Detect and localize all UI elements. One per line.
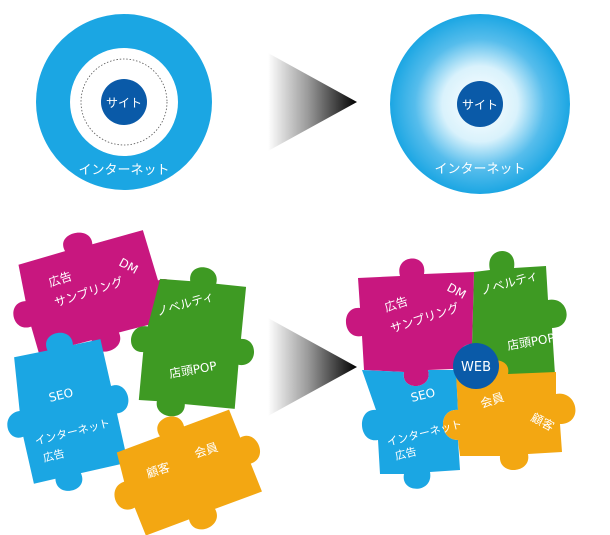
blue-label-ad: 広告 [42, 447, 66, 465]
site-label-before: サイト [106, 96, 142, 110]
puzzle-piece-magenta [13, 230, 178, 354]
web-label: WEB [461, 360, 491, 375]
puzzle-assembled: WEB [345, 250, 576, 489]
site-core-after [457, 81, 503, 127]
internet-label-after: インターネット [434, 162, 525, 177]
assembled-blue-ad: 広告 [394, 445, 418, 463]
puzzle-piece-orange [114, 409, 262, 535]
internet-label-before: インターネット [78, 163, 169, 178]
puzzle-piece-green [131, 267, 254, 417]
orange-label-customer: 顧客 [144, 459, 171, 481]
arrow-bottom [268, 318, 357, 416]
internet-ring-before: サイト インターネット [36, 14, 212, 190]
site-label-after: サイト [462, 98, 498, 112]
web-core [453, 343, 499, 389]
internet-glow-after: サイト インターネット [390, 14, 570, 194]
puzzle-piece-blue [7, 332, 129, 491]
site-core-before [101, 79, 147, 125]
arrow-top [268, 53, 357, 151]
blue-label-seo: SEO [47, 385, 74, 405]
assembled-blue-seo: SEO [409, 385, 436, 405]
